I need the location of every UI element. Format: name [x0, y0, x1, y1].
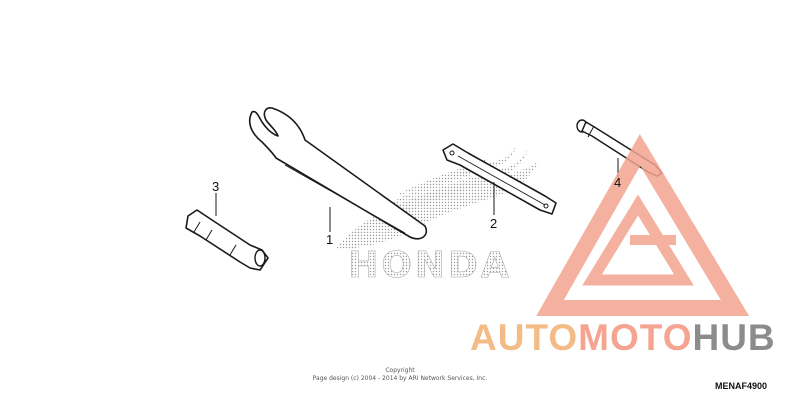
watermark-wordmark: AUTOMOTOHUB [470, 317, 800, 359]
copyright-line-2: Page design (c) 2004 - 2014 by ARI Netwo… [312, 375, 488, 382]
watermark-auto: AUTO [470, 317, 579, 358]
callout-2: 2 [490, 216, 498, 231]
spark-plug-socket [185, 209, 269, 271]
callout-1: 1 [326, 232, 334, 247]
copyright-notice: Copyright Page design (c) 2004 - 2014 by… [300, 367, 500, 383]
callout-3: 3 [212, 179, 220, 194]
callout-4: 4 [614, 175, 622, 190]
watermark-hub: HUB [692, 317, 776, 358]
watermark-triangle-icon [536, 134, 750, 316]
watermark-moto: MOTO [578, 317, 693, 358]
copyright-line-1: Copyright [385, 367, 415, 374]
pin-spanner-wrench [248, 107, 428, 240]
diagram-code: MENAF4900 [715, 381, 768, 391]
honda-wordmark: HONDA [348, 245, 512, 286]
spoke-wrench [442, 143, 557, 215]
